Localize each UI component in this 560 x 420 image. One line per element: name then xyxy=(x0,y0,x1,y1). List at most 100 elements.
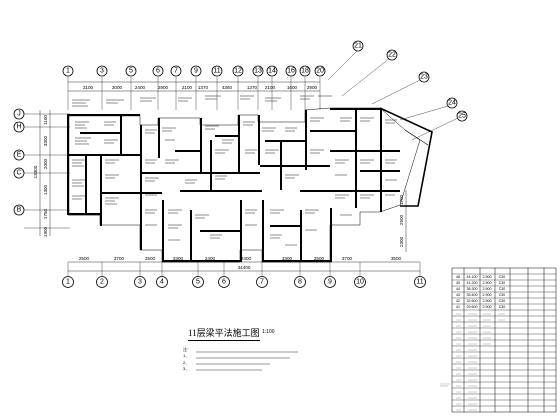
axis-bubble-bottom-4: 4 xyxy=(156,262,168,288)
left-dim-total: 13300 xyxy=(33,165,38,178)
bottom-dim-10: 3500 xyxy=(391,256,402,261)
level-row-5-floor: 42 xyxy=(456,299,460,303)
top-dim-2: 3000 xyxy=(112,85,123,90)
svg-text:20: 20 xyxy=(316,68,324,75)
axis-bubble-bottom-5: 5 xyxy=(192,262,204,288)
right-dim-2: 2500 xyxy=(399,214,404,225)
building-outline xyxy=(67,107,433,263)
svg-text:25: 25 xyxy=(458,113,466,120)
svg-text:5: 5 xyxy=(196,279,200,286)
svg-text:23: 23 xyxy=(420,74,428,81)
notes-rule-lines xyxy=(196,351,298,371)
level-row-5-elev: 32.500 xyxy=(467,299,478,303)
svg-text:14: 14 xyxy=(268,68,276,75)
level-row-4-elev: 35.400 xyxy=(467,293,478,297)
svg-text:J: J xyxy=(17,111,21,118)
axis-bubble-top-3: 3 xyxy=(96,65,108,110)
right-dimension-chain: 1700 2500 2300 xyxy=(399,190,407,252)
axis-bubble-left-B: B xyxy=(13,204,70,216)
right-dim-3: 2300 xyxy=(399,236,404,247)
bottom-dim-8: 2500 xyxy=(314,256,325,261)
top-dim-4: 2900 xyxy=(158,85,169,90)
skew-axis-bubbles: 21 22 23 24 25 xyxy=(327,40,468,141)
level-row-6-floor: 41 xyxy=(456,305,460,309)
drawing-scale: 1:100 xyxy=(262,329,275,335)
axis-bubble-bottom-2: 2 xyxy=(96,262,108,288)
svg-text:8: 8 xyxy=(298,279,302,286)
drawing-notes: 注： 1、 2、 3、 xyxy=(183,347,303,372)
left-dimension-chain: 1100 3300 2000 1300 1750 1900 13300 xyxy=(33,110,51,237)
level-row-1-grade: C30 xyxy=(499,275,506,279)
left-dim-4: 1300 xyxy=(43,184,48,195)
svg-text:3: 3 xyxy=(138,279,142,286)
svg-text:16: 16 xyxy=(287,68,295,75)
bottom-dim-7: 3300 xyxy=(282,256,293,261)
bottom-dim-6: 2400 xyxy=(241,256,252,261)
svg-text:6: 6 xyxy=(156,68,160,75)
axis-bubble-bottom-9: 9 xyxy=(324,262,336,288)
axis-bubble-top-9: 9 xyxy=(190,65,202,110)
note-heading: 注： xyxy=(183,347,191,352)
svg-text:13: 13 xyxy=(254,68,262,75)
axis-bubble-top-11: 11 xyxy=(211,65,223,110)
svg-text:B: B xyxy=(17,207,22,214)
note-2: 2、 xyxy=(183,359,190,365)
svg-text:1: 1 xyxy=(66,68,70,75)
svg-text:H: H xyxy=(16,124,21,131)
svg-text:3: 3 xyxy=(100,68,104,75)
level-row-5-height: 2.900 xyxy=(483,299,492,303)
level-row-2-floor: 45 xyxy=(456,281,460,285)
left-dim-2: 3300 xyxy=(43,135,48,146)
axis-bubble-bottom-3: 3 xyxy=(134,262,146,288)
axis-bubble-top-6: 6 xyxy=(152,65,164,110)
svg-text:9: 9 xyxy=(328,279,332,286)
svg-text:5: 5 xyxy=(129,68,133,75)
level-row-6-elev: 29.600 xyxy=(467,305,478,309)
top-dim-1: 3100 xyxy=(83,85,94,90)
svg-text:18: 18 xyxy=(301,68,309,75)
top-axis-bubbles: 1 3 5 6 7 9 11 12 13 14 16 18 20 xyxy=(62,65,326,110)
level-row-2-height: 2.900 xyxy=(483,281,492,285)
level-table-filler xyxy=(440,313,505,411)
svg-text:24: 24 xyxy=(448,100,456,107)
axis-bubble-top-18: 18 xyxy=(299,65,311,110)
svg-text:6: 6 xyxy=(222,279,226,286)
level-row-4-floor: 43 xyxy=(456,293,460,297)
axis-bubble-skew-21: 21 xyxy=(352,40,364,52)
axis-bubble-top-20: 20 xyxy=(314,65,326,110)
svg-text:12: 12 xyxy=(234,68,242,75)
bottom-dimension-chain: 34400 2500 3700 2500 3300 2400 2400 3300… xyxy=(68,256,420,272)
level-row-4-height: 2.900 xyxy=(483,293,492,297)
svg-text:E: E xyxy=(17,152,22,159)
top-dimension-chain: 3100 3000 2400 2900 2100 1370 4360 1370 … xyxy=(68,81,320,92)
level-row-3-height: 2.900 xyxy=(483,287,492,291)
bottom-dim-4: 3300 xyxy=(173,256,184,261)
beam-annotations xyxy=(72,95,397,246)
top-dim-9: 2100 xyxy=(265,85,276,90)
svg-text:22: 22 xyxy=(388,52,396,59)
left-axis-bubbles: J H E C B xyxy=(13,108,70,229)
svg-text:21: 21 xyxy=(354,43,362,50)
note-3: 3、 xyxy=(183,365,190,371)
level-row-6-grade: C30 xyxy=(499,305,506,309)
axis-bubble-skew-22: 22 xyxy=(386,49,398,61)
axis-bubble-left-E: E xyxy=(13,149,70,161)
left-dim-3: 2000 xyxy=(43,158,48,169)
axis-bubble-bottom-1: 1 xyxy=(62,262,74,288)
top-dim-7: 4360 xyxy=(222,85,233,90)
level-row-1-floor: 48 xyxy=(456,275,460,279)
top-dim-3: 2400 xyxy=(135,85,146,90)
bottom-dim-2: 3700 xyxy=(114,256,125,261)
svg-text:11: 11 xyxy=(416,279,423,286)
axis-bubble-left-J: J xyxy=(13,108,70,120)
axis-bubble-skew-25: 25 xyxy=(456,110,468,122)
axis-bubble-bottom-6: 6 xyxy=(218,262,230,288)
axis-bubble-top-7: 7 xyxy=(170,65,182,110)
bottom-dim-1: 2500 xyxy=(79,256,90,261)
axis-bubble-bottom-7: 7 xyxy=(256,262,268,288)
axis-bubble-skew-23: 23 xyxy=(418,71,430,83)
svg-text:2: 2 xyxy=(100,279,104,286)
level-row-2-elev: 41.200 xyxy=(467,281,478,285)
svg-text:C: C xyxy=(16,170,21,177)
axis-bubble-top-1: 1 xyxy=(62,65,74,110)
